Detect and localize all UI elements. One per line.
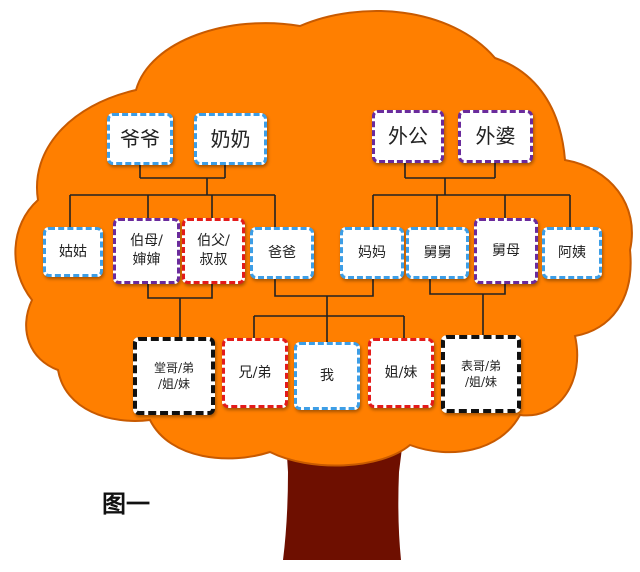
node-waigong: 外公 [372, 110, 444, 163]
node-tang-line2: /姐/妹 [157, 377, 191, 391]
node-mama-label: 妈妈 [358, 244, 386, 261]
node-baba-label: 爸爸 [268, 244, 296, 261]
node-biao-cousins: 表哥/弟 /姐/妹 [441, 335, 521, 413]
node-tang-line1: 堂哥/弟 [153, 360, 195, 375]
connector-uncle-cousins [147, 284, 213, 342]
node-xiongdi-label: 兄/弟 [238, 364, 272, 381]
node-ayi: 阿姨 [542, 227, 602, 279]
node-nainai: 奶奶 [194, 113, 267, 165]
node-jiemei: 姐/妹 [368, 338, 434, 408]
node-yeye-label: 爷爷 [120, 126, 160, 151]
node-jiumu: 舅母 [474, 218, 538, 284]
node-baba: 爸爸 [250, 227, 314, 279]
node-jiujiu-label: 舅舅 [423, 244, 452, 261]
connector-paternal [69, 163, 276, 227]
node-bomu-line1: 伯母/ [130, 233, 163, 250]
node-jiujiu: 舅舅 [406, 227, 469, 279]
node-ayi-label: 阿姨 [558, 244, 586, 261]
node-biao-line2: /姐/妹 [464, 375, 498, 389]
connector-maternal [372, 163, 571, 227]
node-tang-cousins: 堂哥/弟 /姐/妹 [133, 337, 215, 415]
node-mama: 妈妈 [340, 227, 404, 279]
node-biao-line1: 表哥/弟 [460, 358, 502, 373]
node-bomu-line2: 婶婶 [132, 252, 161, 268]
connector-maternal-uncle-cousins [429, 278, 506, 337]
node-bomu: 伯母/ 婶婶 [113, 218, 180, 284]
figure-caption: 图一 [102, 490, 150, 518]
node-waipo-label: 外婆 [475, 124, 516, 148]
node-wo: 我 [294, 342, 360, 410]
node-waigong-label: 外公 [388, 124, 428, 148]
node-bofu-line2: 叔叔 [199, 252, 228, 268]
node-gugu: 姑姑 [43, 227, 103, 277]
node-jiemei-label: 姐/妹 [384, 364, 418, 381]
connector-lines [69, 163, 571, 342]
tree-trunk [283, 440, 403, 560]
node-waipo: 外婆 [458, 110, 533, 163]
node-bofu-line1: 伯父/ [197, 233, 230, 250]
node-bofu: 伯父/ 叔叔 [182, 218, 245, 284]
node-gugu-label: 姑姑 [59, 243, 87, 260]
node-yeye: 爷爷 [107, 113, 173, 165]
node-wo-label: 我 [320, 367, 334, 384]
node-nainai-label: 奶奶 [210, 126, 251, 151]
node-jiumu-label: 舅母 [492, 242, 520, 259]
connector-parents-children [253, 278, 405, 342]
node-xiongdi: 兄/弟 [222, 338, 288, 408]
